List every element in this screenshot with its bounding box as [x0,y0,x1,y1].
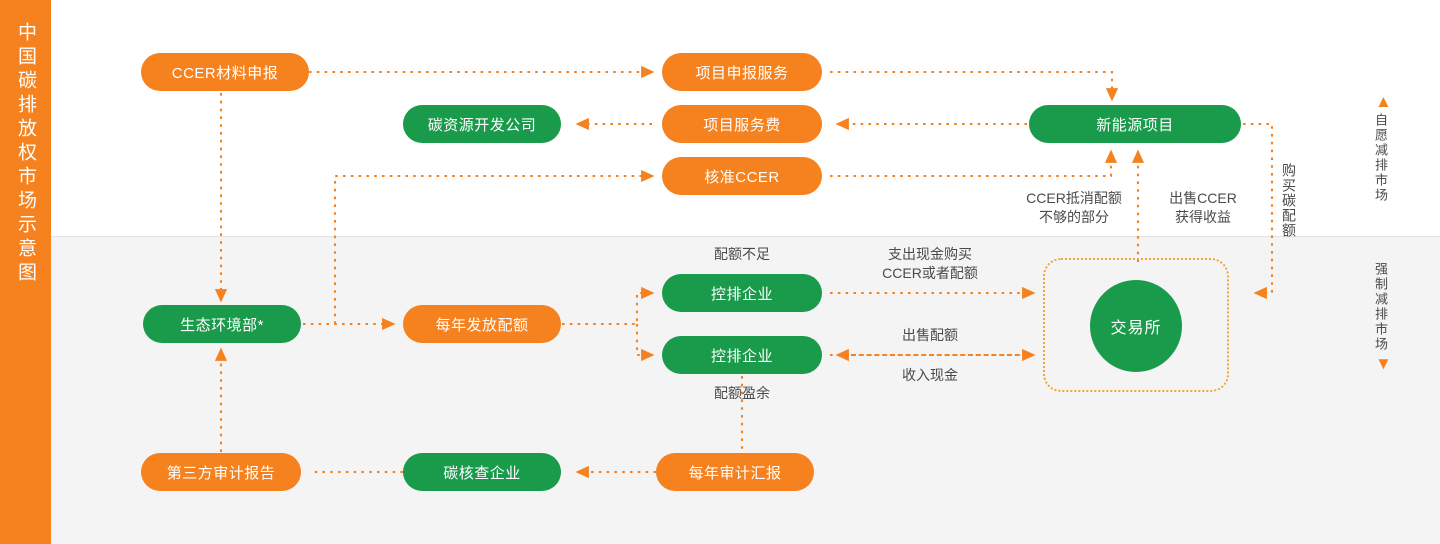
node-annual-audit-report[interactable]: 每年审计汇报 [656,453,814,491]
edge-approve-to-newenergy [830,149,1118,178]
label-sell-quota: 出售配额 [902,327,958,343]
label-quota-shortage: 配额不足 [714,246,770,262]
node-annual-quota[interactable]: 每年发放配额 [403,305,561,343]
node-exchange[interactable]: 交易所 [1090,280,1182,372]
label-compliance-market: 强制减排市场 [1373,262,1388,352]
node-approve-ccer[interactable]: 核准CCER [662,157,822,195]
edge-declare-to-newenergy [830,70,1119,102]
label-receive-cash: 收入现金 [902,367,958,383]
label-pay-cash-buy: 支出现金购买 CCER或者配额 [882,246,978,281]
arrow-up-icon: ▲ [1375,92,1392,111]
node-project-declare-service[interactable]: 项目申报服务 [662,53,822,91]
node-new-energy-project[interactable]: 新能源项目 [1029,105,1241,143]
page-title: 中国碳排放权市场示意图 [15,22,36,286]
node-third-party-audit-report[interactable]: 第三方审计报告 [141,453,301,491]
node-project-service-fee[interactable]: 项目服务费 [662,105,822,143]
label-voluntary-market: 自愿减排市场 [1373,113,1388,203]
edge-quota-to-enterprise1 [562,286,655,326]
node-ccer-material[interactable]: CCER材料申报 [141,53,309,91]
edge-ministry-to-approve [333,169,655,324]
label-quota-surplus: 配额盈余 [714,385,770,401]
label-ccer-offset: CCER抵消配额 不够的部分 [1026,190,1122,225]
title-bar: 中国碳排放权市场示意图 [0,0,51,544]
edge-quota-to-enterprise2 [635,324,655,362]
exchange-boundary-box [1043,258,1229,392]
node-eco-ministry[interactable]: 生态环境部* [143,305,301,343]
node-controlled-enterprise-2[interactable]: 控排企业 [662,336,822,374]
label-buy-carbon-quota: 购买碳配额 [1281,163,1297,238]
node-carbon-dev-company[interactable]: 碳资源开发公司 [403,105,561,143]
node-controlled-enterprise-1[interactable]: 控排企业 [662,274,822,312]
label-sell-ccer: 出售CCER 获得收益 [1169,190,1237,225]
arrow-down-icon: ▼ [1375,354,1392,373]
node-carbon-verification-company[interactable]: 碳核查企业 [403,453,561,491]
